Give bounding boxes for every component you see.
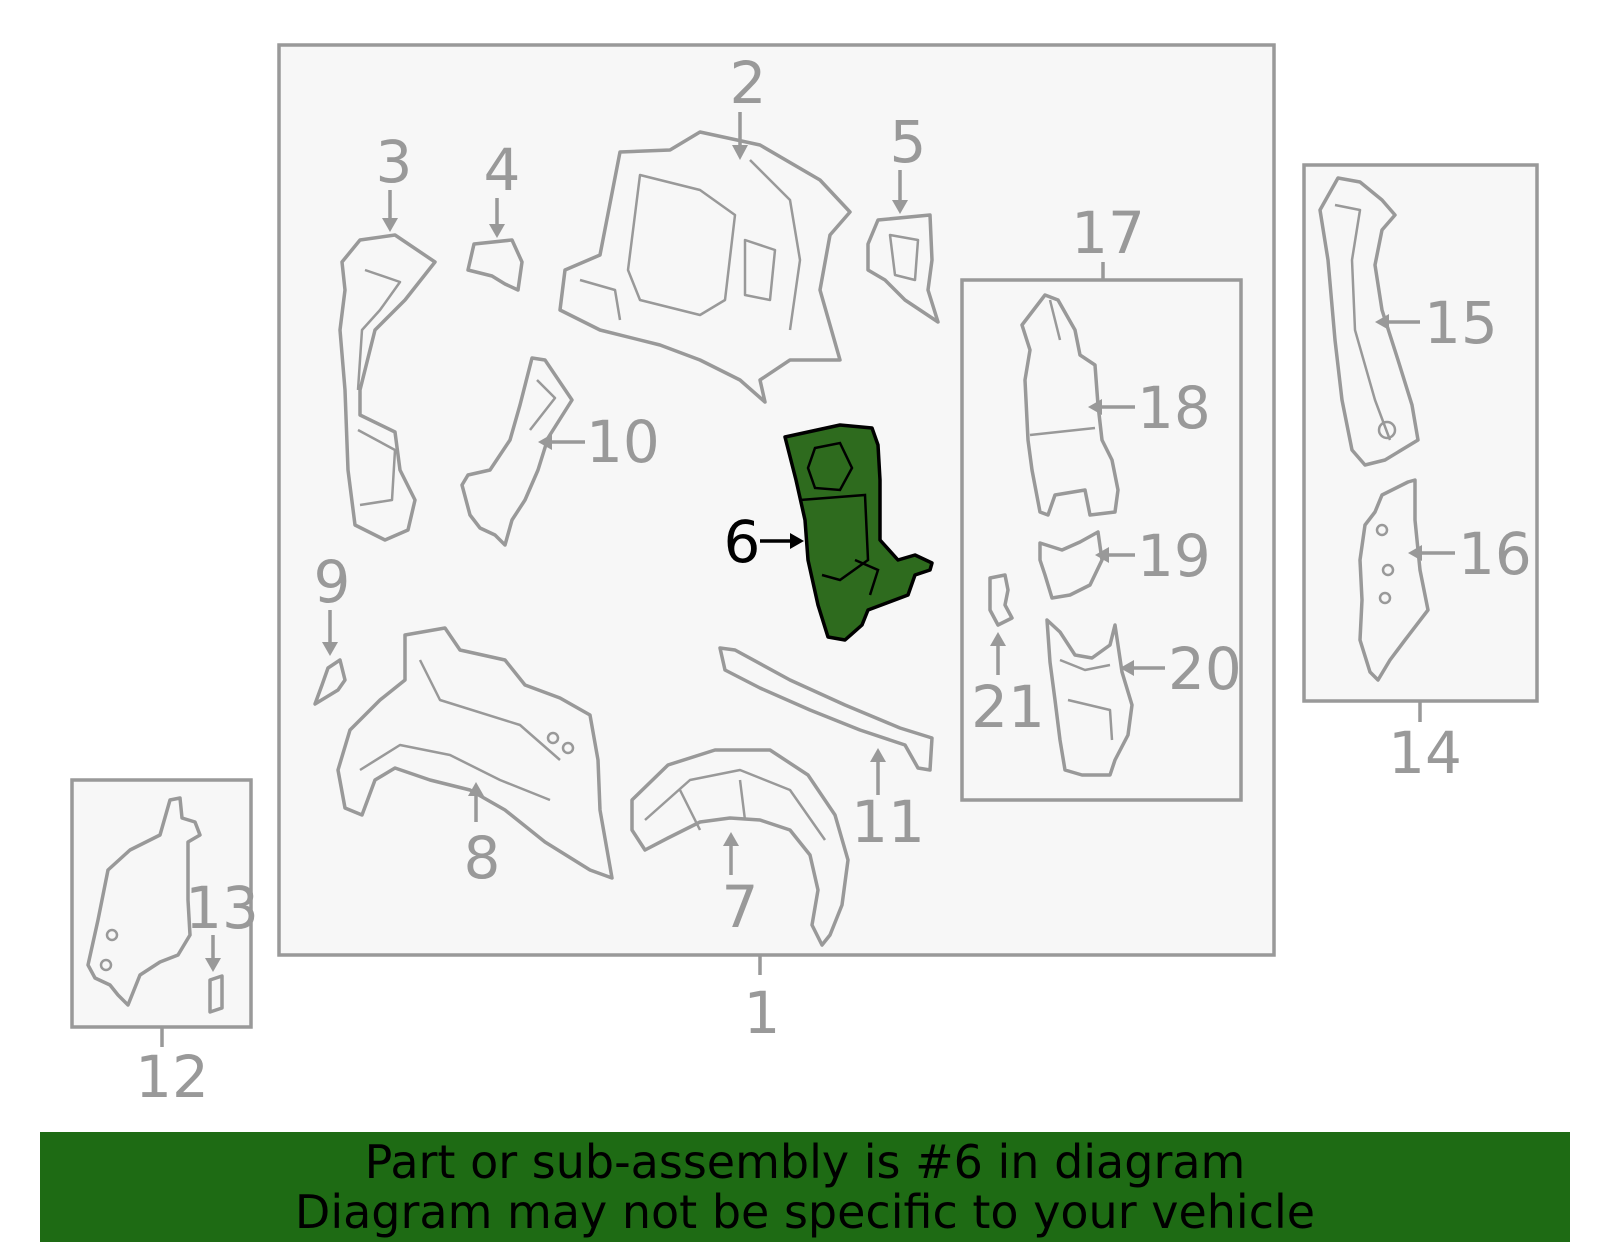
callout-6: 6 — [724, 508, 761, 576]
callout-12: 12 — [135, 1043, 209, 1111]
callout-3: 3 — [376, 128, 413, 196]
leader-lines — [160, 112, 1455, 1047]
part-5 — [866, 213, 940, 324]
callout-21: 21 — [971, 673, 1045, 741]
callout-20: 20 — [1168, 635, 1242, 703]
part-3 — [338, 233, 437, 542]
callout-14: 14 — [1388, 719, 1462, 787]
callout-1: 1 — [744, 979, 781, 1047]
callout-7: 7 — [722, 873, 759, 941]
part-18 — [1020, 293, 1120, 517]
part-12 — [86, 796, 202, 1007]
callout-labels: 1 2 3 4 5 6 7 8 9 10 11 12 13 14 15 16 1… — [135, 49, 1532, 1111]
banner-line-1: Part or sub-assembly is #6 in diagram — [364, 1135, 1246, 1189]
part-6-highlighted — [783, 423, 934, 642]
callout-5: 5 — [890, 108, 927, 176]
callout-2: 2 — [730, 49, 767, 117]
part-11 — [718, 646, 934, 772]
callout-4: 4 — [484, 136, 521, 204]
callout-19: 19 — [1137, 522, 1211, 590]
callout-18: 18 — [1137, 374, 1211, 442]
callout-17: 17 — [1071, 199, 1145, 267]
callout-11: 11 — [851, 788, 925, 856]
part-15 — [1318, 176, 1420, 467]
callout-13: 13 — [185, 874, 259, 942]
part-8 — [336, 626, 614, 880]
part-9 — [313, 658, 347, 706]
callout-10: 10 — [586, 408, 660, 476]
callout-9: 9 — [314, 548, 351, 616]
part-20 — [1045, 618, 1134, 777]
part-2 — [558, 130, 852, 404]
part-4 — [466, 238, 524, 292]
part-19 — [1038, 530, 1104, 600]
callout-16: 16 — [1458, 520, 1532, 588]
part-21 — [988, 573, 1014, 627]
part-7 — [630, 748, 850, 947]
callout-15: 15 — [1424, 289, 1498, 357]
part-16 — [1358, 478, 1430, 682]
banner-line-2: Diagram may not be specific to your vehi… — [294, 1185, 1316, 1239]
callout-8: 8 — [464, 824, 501, 892]
part-10 — [460, 356, 574, 547]
info-banner: Part or sub-assembly is #6 in diagram Di… — [40, 1132, 1570, 1242]
part-13 — [208, 974, 224, 1014]
